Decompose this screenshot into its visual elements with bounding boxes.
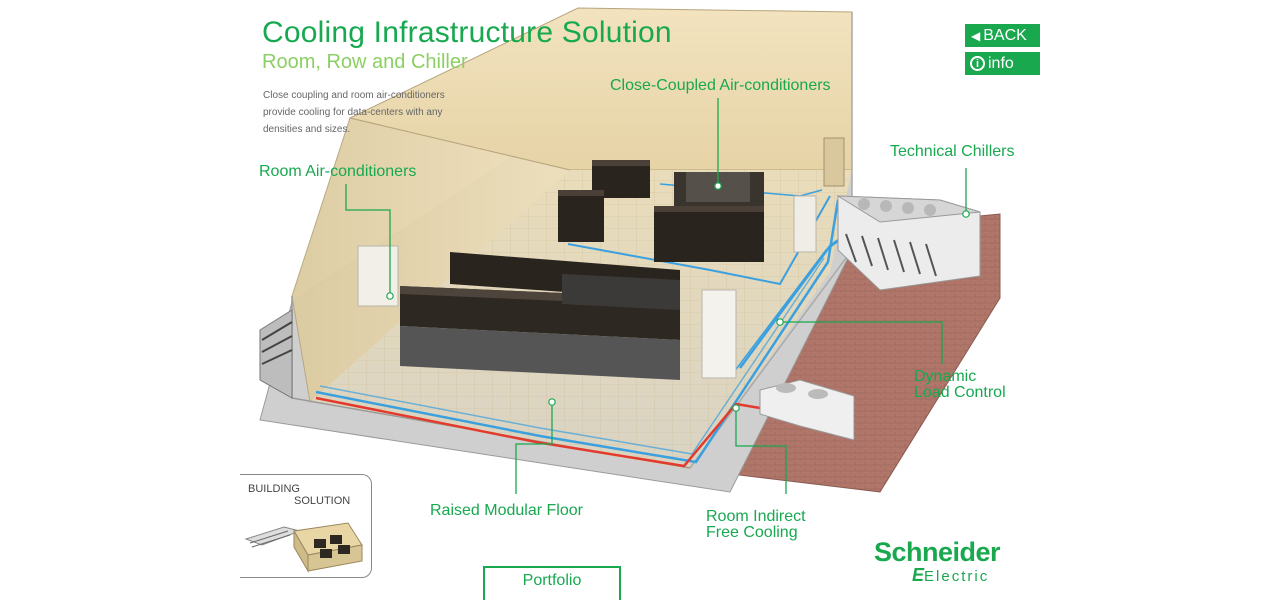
schneider-electric-logo: Schneider EElectric — [874, 537, 1001, 585]
info-icon: i — [970, 56, 985, 71]
logo-brand: Schneider — [874, 537, 1001, 567]
callout-lines — [345, 98, 967, 494]
label-free-cooling-line2: Free Cooling — [706, 524, 798, 541]
label-technical-chillers[interactable]: Technical Chillers — [890, 143, 1015, 160]
label-free-cooling[interactable]: Room Indirect Free Cooling — [706, 509, 806, 541]
building-thumbnail-image — [244, 522, 363, 573]
building-solution-line2: SOLUTION — [294, 495, 351, 507]
label-free-cooling-line1: Room Indirect — [706, 508, 806, 525]
label-raised-floor[interactable]: Raised Modular Floor — [430, 502, 583, 519]
info-button[interactable]: i info — [965, 52, 1040, 75]
label-dynamic-line1: Dynamic — [914, 368, 977, 385]
back-button[interactable]: ◀ BACK — [965, 24, 1040, 47]
logo-e-mark-icon: E — [912, 565, 925, 585]
logo-sub-text: Electric — [924, 568, 990, 585]
label-dynamic-load-control[interactable]: Dynamic Load Control — [914, 369, 1006, 401]
rack-cluster-back — [558, 160, 764, 262]
rack-row-main — [400, 252, 680, 380]
back-arrow-icon: ◀ — [971, 28, 981, 43]
logo-sub: EElectric — [912, 565, 989, 586]
building-solution-line1: BUILDING — [248, 483, 300, 495]
label-dynamic-line2: Load Control — [914, 384, 1006, 401]
label-room-ac[interactable]: Room Air-conditioners — [259, 163, 417, 180]
info-button-label: info — [988, 54, 1014, 72]
back-button-label: BACK — [983, 26, 1027, 44]
technical-chiller-unit — [836, 195, 981, 291]
page-description: Close coupling and room air-conditioners… — [263, 90, 445, 135]
portfolio-button[interactable]: Portfolio — [483, 566, 621, 600]
datacenter-illustration — [259, 7, 1001, 494]
stage: Cooling Infrastructure Solution Room, Ro… — [240, 0, 1040, 600]
free-cooling-unit — [759, 379, 855, 441]
building-solution-thumbnail[interactable]: BUILDING SOLUTION — [240, 474, 372, 578]
page-subtitle: Room, Row and Chiller — [262, 51, 468, 73]
label-close-coupled[interactable]: Close-Coupled Air-conditioners — [610, 77, 831, 94]
page-title: Cooling Infrastructure Solution — [262, 16, 672, 49]
